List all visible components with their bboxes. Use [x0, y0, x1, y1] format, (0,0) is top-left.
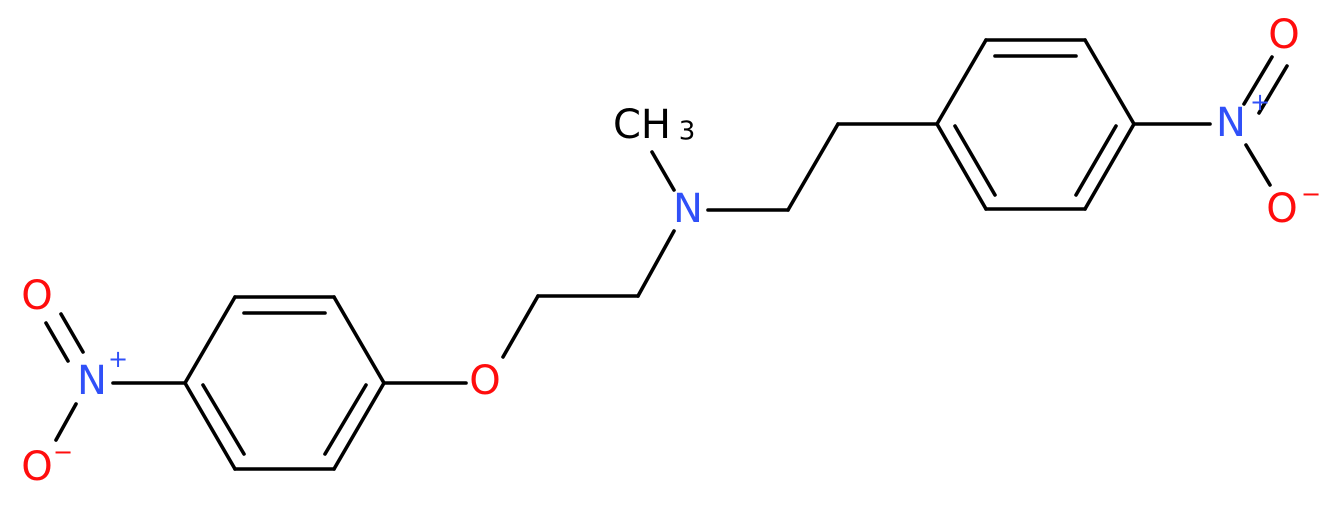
bond [1083, 122, 1136, 211]
atom-labels: CH 3 N O N + O O − N + O O − [21, 12, 1321, 490]
double-bond-line [1257, 64, 1289, 115]
chain-bonds [382, 122, 939, 385]
right-nitro-oxygen-bottom-label: O [1266, 186, 1297, 232]
bond [332, 381, 386, 471]
left-nitro-minus-charge: − [53, 438, 73, 466]
bond [501, 294, 540, 359]
bond [1244, 143, 1272, 187]
right-nitro-bonds [1132, 55, 1289, 187]
double-bond-line [323, 383, 368, 456]
right-benzene-ring [935, 38, 1136, 211]
left-nitro-nitrogen-label: N [77, 358, 107, 404]
methyl-label: CH [613, 102, 671, 148]
bond [935, 122, 988, 211]
bond [54, 402, 78, 442]
bond [650, 150, 676, 192]
methyl-subscript: 3 [679, 117, 696, 147]
right-nitro-plus-charge: + [1250, 88, 1270, 116]
bond [935, 38, 988, 126]
bond [786, 122, 840, 212]
left-nitro-oxygen-bottom-label: O [21, 444, 52, 490]
double-bond-line [953, 124, 997, 197]
right-nitro-oxygen-top-label: O [1268, 12, 1299, 58]
double-bond-line [1074, 124, 1118, 197]
bond [636, 229, 676, 298]
left-nitro-oxygen-top-label: O [21, 273, 52, 319]
amine-nitrogen-label: N [673, 186, 703, 232]
right-nitro-nitrogen-label: N [1216, 100, 1246, 146]
left-nitro-plus-charge: + [108, 345, 128, 373]
double-bond-line [201, 383, 246, 456]
bond [183, 295, 237, 385]
double-bond-line [59, 312, 85, 354]
double-bond-line [44, 321, 70, 363]
left-nitro-bonds [44, 312, 187, 442]
right-nitro-minus-charge: − [1301, 180, 1321, 208]
left-benzene-ring [183, 295, 386, 471]
bond [183, 381, 237, 471]
bond [332, 295, 386, 385]
double-bond-line [1242, 55, 1274, 106]
ether-oxygen-label: O [469, 358, 500, 404]
bond [1083, 38, 1136, 126]
